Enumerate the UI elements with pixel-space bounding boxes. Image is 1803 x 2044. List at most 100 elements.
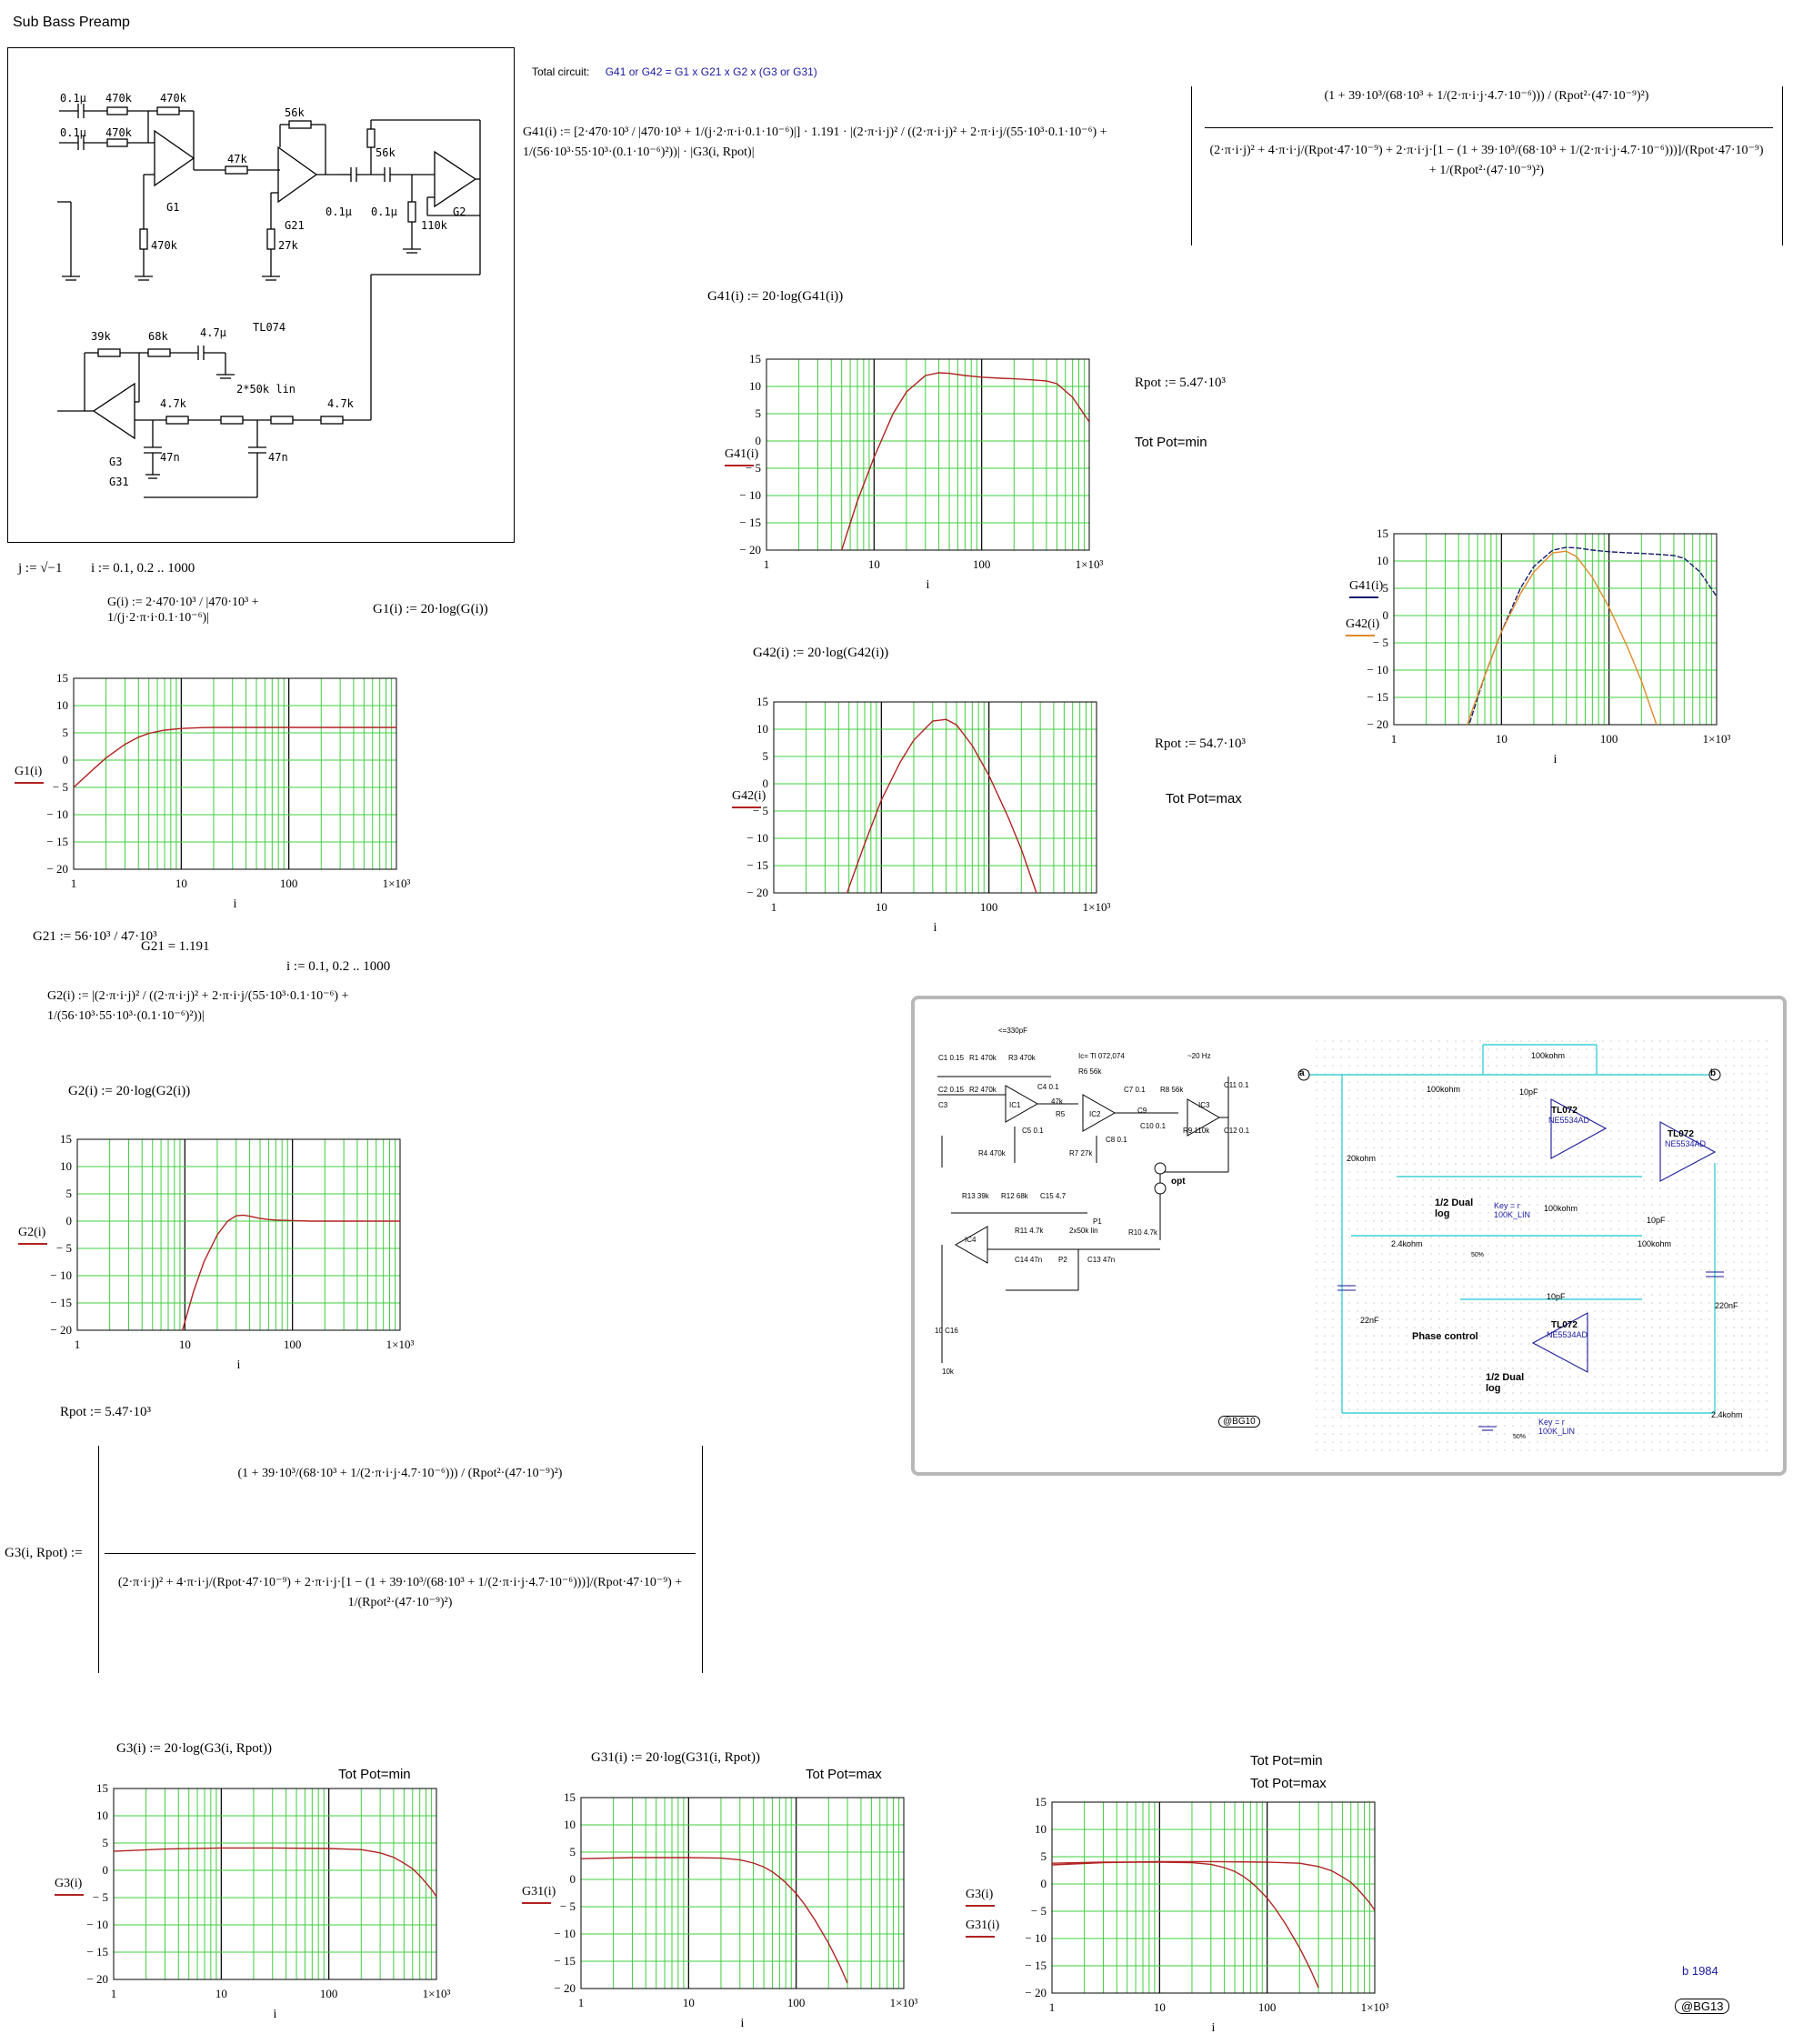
- plot-g31-ylabel: G31(i): [522, 1885, 556, 1904]
- sch-label: 0.1µ: [60, 92, 86, 105]
- y-tick-label: 15: [756, 695, 768, 708]
- g41-g3-denominator: (2·π·i·j)² + 4·π·i·j/(Rpot·47·10⁻⁹) + 2·…: [1209, 144, 1764, 177]
- y-tick-label: − 10: [50, 1268, 72, 1282]
- ci-label: R3 470k: [1008, 1054, 1036, 1062]
- y-tick-label: 10: [96, 1809, 108, 1822]
- g3-numerator: (1 + 39·10³/(68·10³ + 1/(2·π·i·j·4.7·10⁻…: [237, 1467, 563, 1480]
- ci-label: <=330pF: [998, 1027, 1028, 1035]
- page-title: Sub Bass Preamp: [13, 15, 130, 30]
- ci-r-label: 50%: [1513, 1434, 1527, 1440]
- sch-label: 110k: [421, 219, 448, 232]
- ci-label: R8 56k: [1160, 1086, 1184, 1094]
- x-axis-label: i: [274, 2008, 277, 2021]
- sch-label: 0.1µ: [371, 205, 397, 218]
- y-tick-label: − 20: [46, 862, 68, 876]
- x-tick-label: 1: [111, 1987, 117, 2000]
- y-tick-label: − 20: [746, 886, 768, 899]
- plot-g42-ylabel: G42(i): [732, 789, 766, 808]
- x-tick-label: 1: [1049, 2000, 1056, 2014]
- sch-label: G1: [166, 201, 179, 214]
- ci-r-label: 10pF: [1647, 1216, 1666, 1225]
- ci-label: 10 C16: [935, 1327, 958, 1335]
- i-range-2: i := 0.1, 0.2 .. 1000: [286, 959, 391, 974]
- y-tick-label: − 15: [1367, 690, 1388, 704]
- g21-definition: G21 := 56·10³ / 47·10³: [33, 929, 157, 944]
- ci-r-label: TL072: [1668, 1129, 1694, 1139]
- y-tick-label: 10: [60, 1159, 72, 1173]
- sch-label: G31: [109, 476, 129, 488]
- plot-g41-ylabel: G41(i): [725, 447, 758, 466]
- ci-label: IC1: [1009, 1101, 1021, 1109]
- x-tick-label: 1×10³: [383, 877, 411, 890]
- combo-tot-max-note: Tot Pot=max: [1250, 1776, 1327, 1791]
- ci-r-label: 100kohm: [1427, 1085, 1461, 1094]
- ci-label: R2 470k: [969, 1086, 997, 1094]
- plot-frame: [1051, 1801, 1376, 1994]
- y-tick-label: 15: [1035, 1795, 1047, 1809]
- g-definition: G(i) := 2·470·10³ / |470·10³ + 1/(j·2·π·…: [107, 596, 259, 625]
- plot-frame: [766, 358, 1090, 551]
- y-tick-label: 0: [103, 1863, 109, 1877]
- y-tick-label: − 5: [560, 1899, 576, 1913]
- ci-r-label: NE5534AD: [1548, 1116, 1590, 1125]
- y-tick-label: 0: [570, 1872, 576, 1886]
- ci-label: C5 0.1: [1022, 1127, 1044, 1135]
- tot-pot-min-note: Tot Pot=min: [1135, 435, 1207, 450]
- ci-r-label: 10pF: [1519, 1087, 1538, 1097]
- sch-label: 470k: [151, 239, 178, 252]
- x-tick-label: 10: [175, 877, 187, 890]
- ci-r-label: Key = r 100K_LIN: [1538, 1418, 1576, 1436]
- plot-frame: [73, 677, 397, 870]
- x-tick-label: 10: [868, 557, 880, 571]
- y-tick-label: − 5: [53, 780, 68, 794]
- g2-definition: G2(i) := |(2·π·i·j)² / ((2·π·i·j)² + 2·π…: [47, 989, 349, 1023]
- ci-label: C12 0.1: [1224, 1127, 1250, 1135]
- x-tick-label: 1×10³: [386, 1338, 415, 1351]
- ci-label: P1: [1093, 1217, 1102, 1226]
- y-tick-label: − 20: [86, 1972, 108, 1986]
- i-range: i := 0.1, 0.2 .. 1000: [91, 561, 195, 576]
- sch-label: 68k: [148, 330, 168, 343]
- plot-g41-g42-ylabel-2: G42(i): [1346, 617, 1379, 636]
- sch-label: 4.7k: [160, 397, 187, 410]
- plot-g3-ylabel: G3(i): [55, 1877, 84, 1896]
- ci-r-label: 220nF: [1715, 1301, 1738, 1310]
- g31-db-eq: G31(i) := 20·log(G31(i, Rpot)): [591, 1750, 760, 1765]
- ci-label: 2x50k lin: [1069, 1227, 1098, 1235]
- ci-r-label: 10pF: [1547, 1292, 1566, 1301]
- y-tick-label: − 15: [86, 1945, 108, 1959]
- x-tick-label: 1: [578, 1996, 585, 2009]
- x-tick-label: 10: [1496, 732, 1508, 746]
- ci-label: opt: [1171, 1177, 1186, 1187]
- series-line-0: [74, 726, 396, 788]
- ci-label: R7 27k: [1069, 1149, 1093, 1157]
- y-tick-label: 5: [66, 1187, 73, 1200]
- g41-g3-numerator: (1 + 39·10³/(68·10³ + 1/(2·π·i·j·4.7·10⁻…: [1324, 89, 1649, 103]
- x-tick-label: 1×10³: [1703, 732, 1731, 746]
- ci-label: @BG10: [1218, 1416, 1260, 1428]
- y-tick-label: 5: [1041, 1849, 1047, 1863]
- y-tick-label: − 20: [1367, 717, 1388, 731]
- plot-frame: [113, 1788, 437, 1980]
- x-tick-label: 1: [1391, 732, 1397, 746]
- sch-label: G3: [109, 456, 122, 468]
- ci-label: IC2: [1089, 1110, 1101, 1118]
- ci-label: R4 470k: [978, 1149, 1006, 1157]
- y-tick-label: − 10: [46, 807, 68, 821]
- sch-label: 47n: [268, 451, 288, 464]
- ci-label: C13 47n: [1087, 1256, 1116, 1264]
- ci-label: C8 0.1: [1106, 1136, 1127, 1144]
- y-tick-label: 15: [749, 352, 761, 366]
- sch-label: TL074: [253, 321, 285, 334]
- x-tick-label: 100: [280, 877, 298, 890]
- g3-tot-note: Tot Pot=min: [338, 1767, 411, 1782]
- plot-g3-g31-ylabel-2: G31(i): [966, 1919, 999, 1938]
- sch-label: G21: [285, 219, 305, 232]
- ci-r-label: NE5534AD: [1547, 1330, 1588, 1339]
